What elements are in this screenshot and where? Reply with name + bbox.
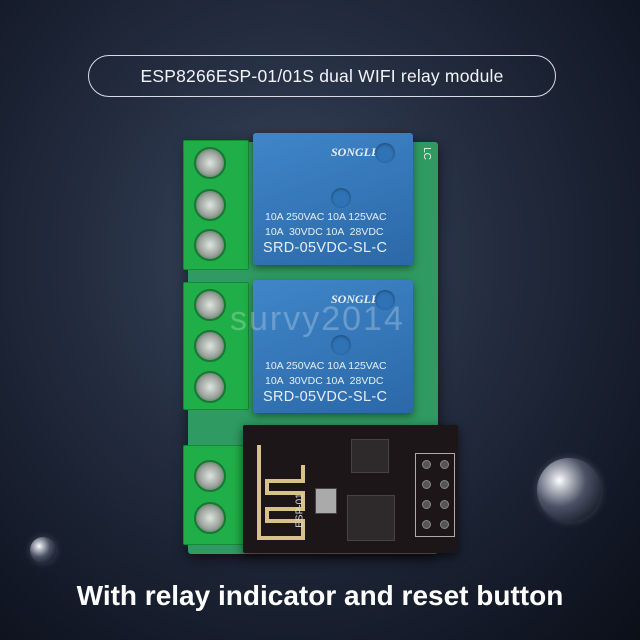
screw-icon (194, 371, 226, 403)
flash-chip (351, 439, 389, 473)
title-banner: ESP8266ESP-01/01S dual WIFI relay module (88, 55, 556, 97)
relay-2: SONGLE 10A 250VAC 10A 125VAC 10A 30VDC 1… (253, 280, 413, 413)
relay-brand: SONGLE (331, 292, 380, 306)
relay-rating-2: 10A 30VDC 10A 28VDC (265, 226, 384, 238)
pin-header (415, 453, 455, 537)
relay-rating-1: 10A 250VAC 10A 125VAC (265, 360, 387, 372)
relay-model: SRD-05VDC-SL-C (263, 240, 388, 256)
screw-icon (194, 229, 226, 261)
silkscreen-label: LC (420, 147, 432, 160)
watermark: survy2014 (230, 300, 405, 338)
decorative-bubble (30, 537, 56, 563)
screw-icon (194, 289, 226, 321)
terminal-block-1 (183, 140, 249, 270)
crystal (315, 488, 337, 514)
relay-1: SONGLE 10A 250VAC 10A 125VAC 10A 30VDC 1… (253, 133, 413, 265)
relay-rating-1: 10A 250VAC 10A 125VAC (265, 211, 387, 223)
decorative-bubble (537, 458, 601, 522)
screw-icon (194, 147, 226, 179)
module-label: ESP-01 (294, 493, 306, 528)
relay-brand: SONGLE (331, 145, 380, 159)
terminal-block-2 (183, 282, 249, 410)
title-text: ESP8266ESP-01/01S dual WIFI relay module (140, 65, 504, 86)
esp01-module: ESP-01 (243, 425, 458, 553)
relay-rating-2: 10A 30VDC 10A 28VDC (265, 375, 384, 387)
relay-model: SRD-05VDC-SL-C (263, 389, 388, 405)
footer-caption: With relay indicator and reset button (76, 580, 564, 611)
antenna-icon (257, 445, 305, 540)
screw-icon (194, 189, 226, 221)
terminal-block-3 (183, 445, 245, 545)
screw-icon (194, 330, 226, 362)
screw-icon (194, 502, 226, 534)
screw-icon (194, 460, 226, 492)
esp8266-chip (347, 495, 395, 541)
